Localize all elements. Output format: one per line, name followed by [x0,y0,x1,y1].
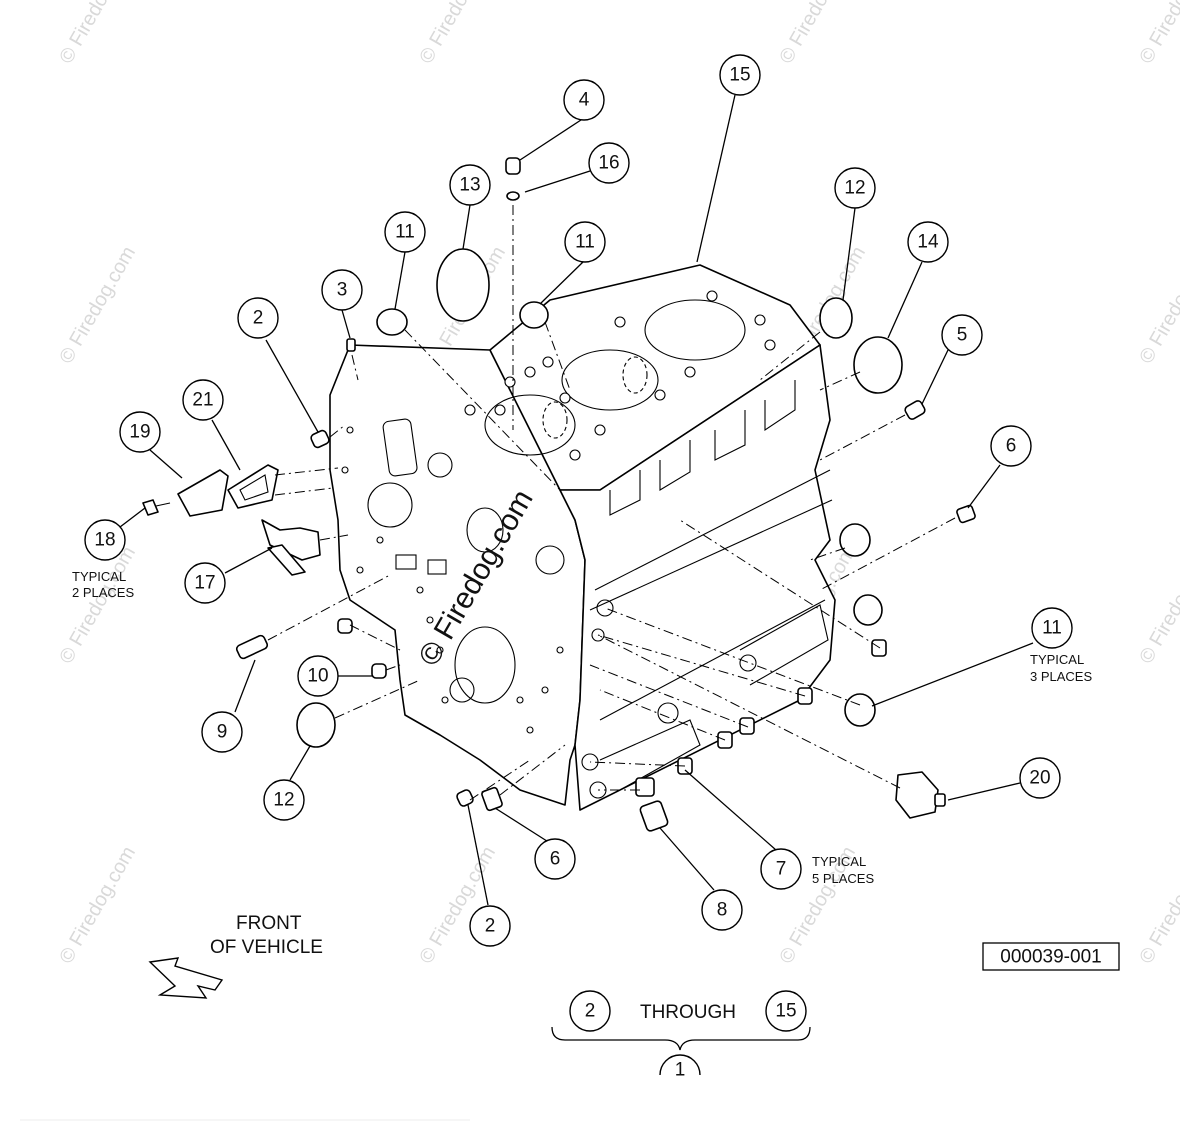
watermark: © Firedog.com [1135,543,1180,668]
callout-number: 7 [776,859,787,880]
callout: 5 [941,314,983,356]
front-label: OF VEHICLE [210,937,323,958]
callout: 11 [564,221,606,263]
watermark: © Firedog.com [1135,843,1180,968]
cylinder-bore [484,394,576,456]
callout-number: 2 [253,308,264,329]
callout: 7 [760,848,802,890]
callout-number: 9 [217,722,228,743]
callout: 18 [84,519,126,561]
callout-number: 4 [579,90,590,111]
engine-block [329,264,836,811]
front-arrow-icon [148,957,224,999]
callout-number: 16 [598,153,619,174]
callout-number: 10 [307,666,328,687]
callout-number: 15 [775,1001,796,1022]
callout-number: 19 [129,422,150,443]
callout: 17 [184,562,226,604]
watermark: © Firedog.com [775,0,860,68]
callout-number: 3 [337,280,348,301]
callout: 12 [834,167,876,209]
callout: 21 [182,379,224,421]
callout-number: 8 [717,900,728,921]
callout-number: 2 [485,916,496,937]
callout: 10 [297,655,339,697]
callout: 4 [563,79,605,121]
callout-number: 12 [273,790,294,811]
callout-number: 2 [585,1001,596,1022]
callout: 2 [469,905,511,947]
callout: 2 [569,990,611,1032]
through-label: THROUGH [640,1002,736,1023]
assembly-lines [267,205,956,801]
callout: 15 [765,990,807,1032]
callout: 8 [701,889,743,931]
callout-number: 12 [844,178,865,199]
callout-number: 20 [1029,768,1050,789]
callout-number: 14 [917,232,939,253]
callout-number: 11 [395,222,415,243]
figure-id-box [982,942,1120,971]
callout: 14 [907,221,949,263]
callout: 11 [1031,607,1073,649]
callout-number: 6 [550,849,561,870]
callout: 1 [659,1054,701,1081]
front-label: FRONT [236,913,302,934]
watermark: © Firedog.com [1135,243,1180,368]
leader-lines [119,94,1034,906]
callout-number: 11 [575,232,595,253]
cylinder-bore [561,349,659,411]
callout-number: 1 [675,1060,686,1081]
watermark: © Firedog.com [55,243,140,368]
callout: 16 [588,142,630,184]
callout-number: 21 [192,390,213,411]
callout-number: 6 [1006,436,1017,457]
typical-note: TYPICAL [72,569,126,584]
watermark: © Firedog.com [55,0,140,68]
watermark: © Firedog.com [1135,0,1180,68]
callout: 11 [384,211,426,253]
watermark: © Firedog.com [55,543,140,668]
callout-number: 5 [957,325,968,346]
cylinder-bore [644,299,746,361]
callout-number: 13 [459,175,480,196]
parts [142,157,976,832]
callout: 2 [237,297,279,339]
callout: 9 [201,711,243,753]
watermark: © Firedog.com [415,843,500,968]
typical-note: 2 PLACES [72,585,134,600]
callout-number: 18 [94,530,115,551]
typical-note: 3 PLACES [1030,669,1092,684]
callout: 15 [719,54,761,96]
callout-number: 11 [1042,618,1062,639]
callout: 6 [990,425,1032,467]
figure-id: 000039-001 [1000,947,1101,968]
callout-number: 17 [194,573,215,594]
callout: 3 [321,269,363,311]
callout: 6 [534,838,576,880]
watermark: © Firedog.com [415,0,500,68]
callout-number: 15 [729,65,750,86]
watermark: © Firedog.com [55,843,140,968]
callout: 13 [449,164,491,206]
callout: 12 [263,779,305,821]
typical-note: TYPICAL [1030,652,1084,667]
callout: 19 [119,411,161,453]
typical-note: 5 PLACES [812,871,874,886]
callout: 20 [1019,757,1061,799]
group-brace [551,1026,811,1051]
typical-note: TYPICAL [812,854,866,869]
